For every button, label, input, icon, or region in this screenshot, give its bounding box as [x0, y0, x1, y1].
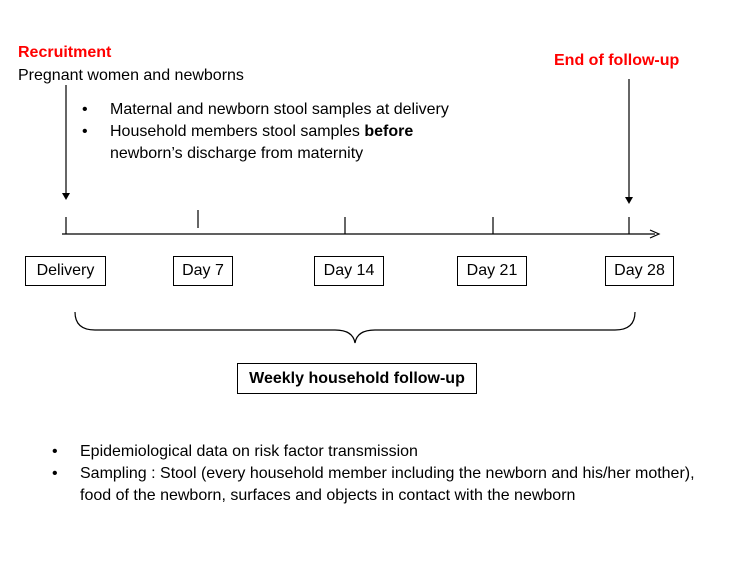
- follow-up-bullet-2: Sampling : Stool (every household member…: [52, 463, 712, 507]
- delivery-sampling-list: Maternal and newborn stool samples at de…: [82, 99, 522, 165]
- timeline-day-7: Day 7: [173, 256, 233, 286]
- follow-up-activities-list: Epidemiological data on risk factor tran…: [52, 441, 712, 507]
- timeline-day-14: Day 14: [314, 256, 384, 286]
- end-of-follow-up-label: End of follow-up: [554, 52, 680, 69]
- delivery-bullet-1: Maternal and newborn stool samples at de…: [82, 99, 522, 121]
- follow-up-brace: [74, 311, 636, 344]
- delivery-bullet-2: Household members stool samples beforene…: [82, 121, 522, 165]
- recruitment-title: Recruitment: [18, 44, 112, 61]
- timeline-day-21: Day 21: [457, 256, 527, 286]
- follow-up-bullet-1: Epidemiological data on risk factor tran…: [52, 441, 712, 463]
- timeline-day-delivery: Delivery: [25, 256, 106, 286]
- recruitment-subtitle: Pregnant women and newborns: [18, 67, 244, 84]
- timeline-axis-arrowhead: [649, 229, 661, 239]
- timeline-day-28: Day 28: [605, 256, 674, 286]
- end-arrow-head: [625, 197, 633, 204]
- recruitment-arrow-head: [62, 193, 70, 200]
- emphasis-before: before: [364, 123, 414, 140]
- weekly-follow-up-box: Weekly household follow-up: [237, 363, 477, 394]
